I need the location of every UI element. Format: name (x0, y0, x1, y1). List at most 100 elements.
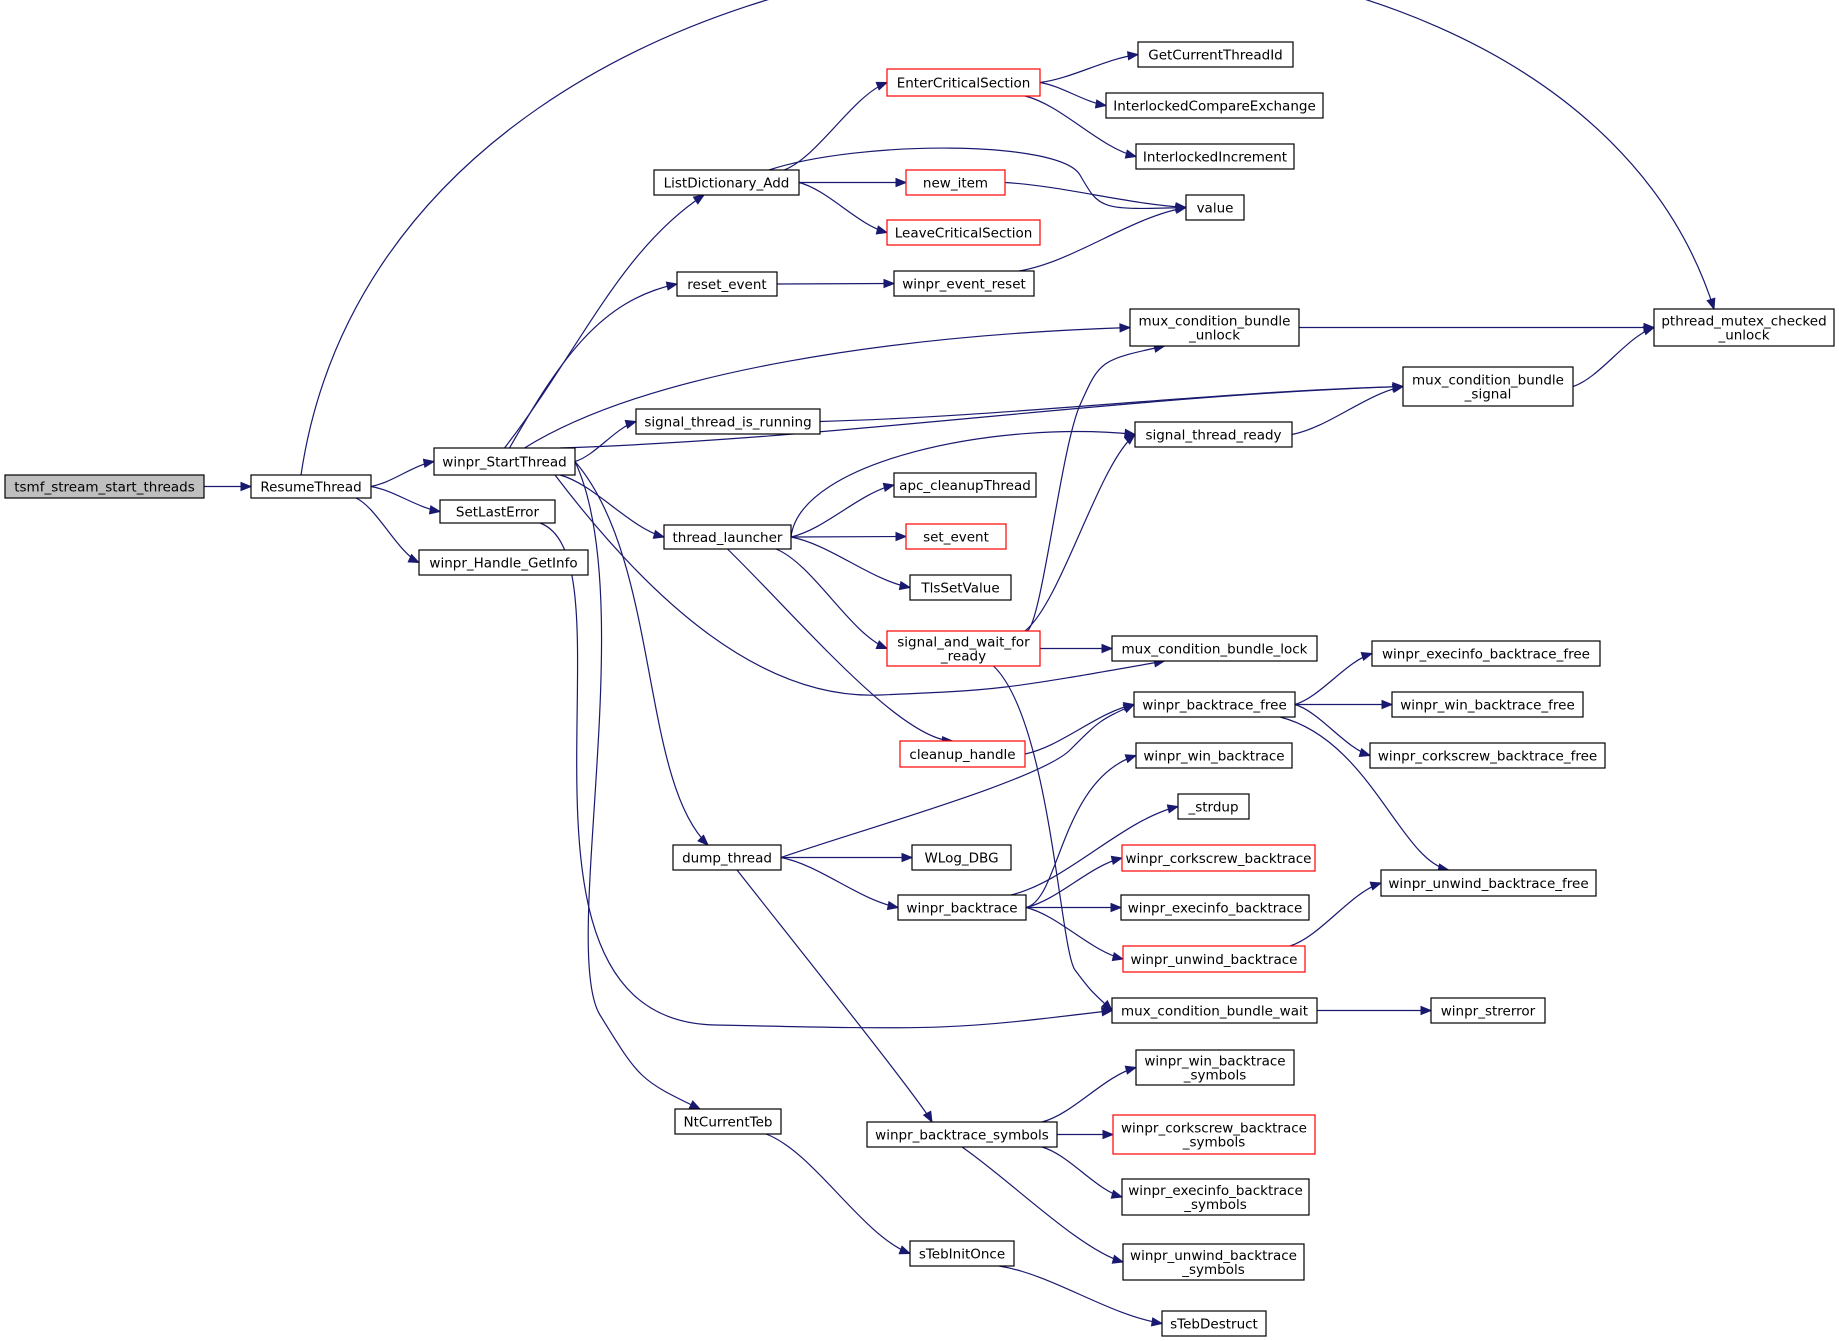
node-listdict[interactable]: ListDictionary_Add (653, 169, 800, 196)
node-box (1391, 691, 1584, 718)
edge-startthread-to-mcbunlock (524, 326, 1131, 449)
arrowhead (697, 834, 709, 846)
node-tlsset[interactable]: TlsSetValue (909, 574, 1012, 601)
node-sigwait[interactable]: signal_and_wait_for_ready (886, 630, 1041, 667)
node-ntteb[interactable]: NtCurrentTeb (674, 1108, 782, 1135)
arrowhead (1150, 1317, 1164, 1327)
node-box (1137, 41, 1294, 68)
node-evreset[interactable]: winpr_event_reset (893, 270, 1035, 297)
node-tsmf[interactable]: tsmf_stream_start_threads (4, 474, 205, 499)
node-dumpthread[interactable]: dump_thread (672, 844, 782, 871)
node-execbt[interactable]: winpr_execinfo_backtrace (1120, 894, 1310, 921)
node-handlegetinfo[interactable]: winpr_Handle_GetInfo (418, 549, 589, 576)
edge-mcbsignal-to-pmcu (1572, 326, 1655, 388)
node-pmcu[interactable]: pthread_mutex_checked_unlock (1653, 308, 1835, 347)
node-label: winpr_corkscrew_backtrace_free (1378, 749, 1597, 765)
node-winsym[interactable]: winpr_win_backtrace_symbols (1135, 1049, 1295, 1086)
arrowhead (901, 852, 914, 863)
node-execfree[interactable]: winpr_execinfo_backtrace_free (1371, 640, 1601, 667)
node-winfree[interactable]: winpr_win_backtrace_free (1391, 691, 1584, 718)
node-label: signal_thread_is_running (644, 415, 811, 431)
node-backtrace[interactable]: winpr_backtrace (897, 894, 1027, 921)
edge-launcher-to-tlsset (790, 536, 911, 589)
node-btsymbols[interactable]: winpr_backtrace_symbols (866, 1121, 1058, 1148)
node-unwindsym[interactable]: winpr_unwind_backtrace_symbols (1122, 1243, 1305, 1281)
node-resume[interactable]: ResumeThread (250, 474, 372, 499)
arrowhead (883, 278, 896, 289)
node-resetevent[interactable]: reset_event (676, 271, 778, 297)
node-box (905, 169, 1006, 196)
node-label: NtCurrentTeb (684, 1115, 773, 1131)
node-tebdestruct[interactable]: sTebDestruct (1161, 1310, 1267, 1337)
node-getcurtid[interactable]: GetCurrentThreadId (1137, 41, 1294, 68)
node-label: winpr_backtrace_free (1142, 698, 1287, 714)
node-apccleanup[interactable]: apc_cleanupThread (893, 472, 1037, 498)
node-newitem[interactable]: new_item (905, 169, 1006, 196)
arrowhead (1110, 902, 1123, 913)
node-corkfree[interactable]: winpr_corkscrew_backtrace_free (1369, 742, 1606, 769)
node-mcbsignal[interactable]: mux_condition_bundle_signal (1402, 366, 1574, 407)
edge-sigwait-to-sigready (1024, 434, 1136, 632)
node-strdup[interactable]: _strdup (1177, 793, 1250, 820)
node-startthread[interactable]: winpr_StartThread (433, 447, 576, 476)
node-box (886, 68, 1041, 97)
node-corksym[interactable]: winpr_corkscrew_backtrace_symbols (1112, 1114, 1316, 1155)
node-sigrunning[interactable]: signal_thread_is_running (635, 408, 821, 435)
edge-sigrunning-to-mcbsignal (819, 385, 1404, 423)
node-label: signal_thread_ready (1145, 428, 1281, 444)
arrowhead (875, 81, 889, 91)
node-entercs[interactable]: EnterCriticalSection (886, 68, 1041, 97)
node-btfree[interactable]: winpr_backtrace_free (1133, 691, 1296, 718)
node-box (250, 474, 372, 499)
node-launcher[interactable]: thread_launcher (663, 524, 792, 550)
node-label: GetCurrentThreadId (1148, 48, 1283, 64)
edge-launcher-to-sigready (790, 430, 1136, 538)
node-mcbwait[interactable]: mux_condition_bundle_wait (1111, 997, 1318, 1024)
node-cleanup[interactable]: cleanup_handle (899, 740, 1026, 768)
node-strerror[interactable]: winpr_strerror (1430, 997, 1546, 1024)
arrowhead (875, 225, 889, 235)
node-label: _unlock (1717, 328, 1769, 344)
arrowhead (922, 1110, 933, 1124)
node-unwindfree[interactable]: winpr_unwind_backtrace_free (1380, 869, 1597, 897)
node-box (905, 523, 1007, 550)
arrowhead (692, 194, 706, 205)
node-mcbunlock[interactable]: mux_condition_bundle_unlock (1129, 308, 1300, 347)
arrowhead (1166, 804, 1180, 814)
edge-launcher-to-apccleanup (790, 484, 895, 538)
node-setevent[interactable]: set_event (905, 523, 1007, 550)
node-leavecs[interactable]: LeaveCriticalSection (886, 219, 1041, 246)
node-box (1135, 143, 1295, 170)
node-label: winpr_win_backtrace_free (1400, 698, 1575, 714)
arrowhead (1110, 1189, 1124, 1199)
node-winbt[interactable]: winpr_win_backtrace (1135, 742, 1293, 769)
node-box (1133, 691, 1296, 718)
node-setlasterror[interactable]: SetLastError (439, 499, 556, 524)
arrowhead (1119, 323, 1132, 333)
node-mcblock[interactable]: mux_condition_bundle_lock (1111, 635, 1318, 662)
node-unwindbt[interactable]: winpr_unwind_backtrace (1122, 945, 1306, 973)
node-ilinc[interactable]: InterlockedIncrement (1135, 143, 1295, 170)
edge-sigready-to-mcbsignal (1291, 385, 1404, 436)
node-value[interactable]: value (1185, 194, 1245, 221)
arrowhead (886, 900, 900, 911)
node-tebinit[interactable]: sTebInitOnce (909, 1240, 1015, 1267)
edge-sigwait-to-mcbwait (993, 665, 1113, 1011)
node-label: TlsSetValue (920, 581, 999, 597)
node-label: winpr_unwind_backtrace (1130, 1248, 1297, 1264)
edge-dumpthread-to-backtrace (780, 856, 899, 909)
node-ilcmpx[interactable]: InterlockedCompareExchange (1105, 92, 1324, 119)
edge-launcher-to-setevent (790, 535, 907, 538)
node-wlog[interactable]: WLog_DBG (911, 844, 1012, 871)
node-label: ResumeThread (260, 480, 361, 496)
node-label: mux_condition_bundle_lock (1122, 642, 1308, 658)
edge-startthread-to-ntteb (574, 461, 701, 1110)
node-corkbt[interactable]: winpr_corkscrew_backtrace (1121, 844, 1316, 872)
arrowhead (1358, 747, 1372, 757)
arrowhead (1126, 51, 1140, 61)
edge-dumpthread-to-btsymbols (736, 869, 933, 1123)
node-execsym[interactable]: winpr_execinfo_backtrace_symbols (1121, 1178, 1310, 1216)
node-box (1111, 635, 1318, 662)
node-sigready[interactable]: signal_thread_ready (1134, 421, 1293, 448)
